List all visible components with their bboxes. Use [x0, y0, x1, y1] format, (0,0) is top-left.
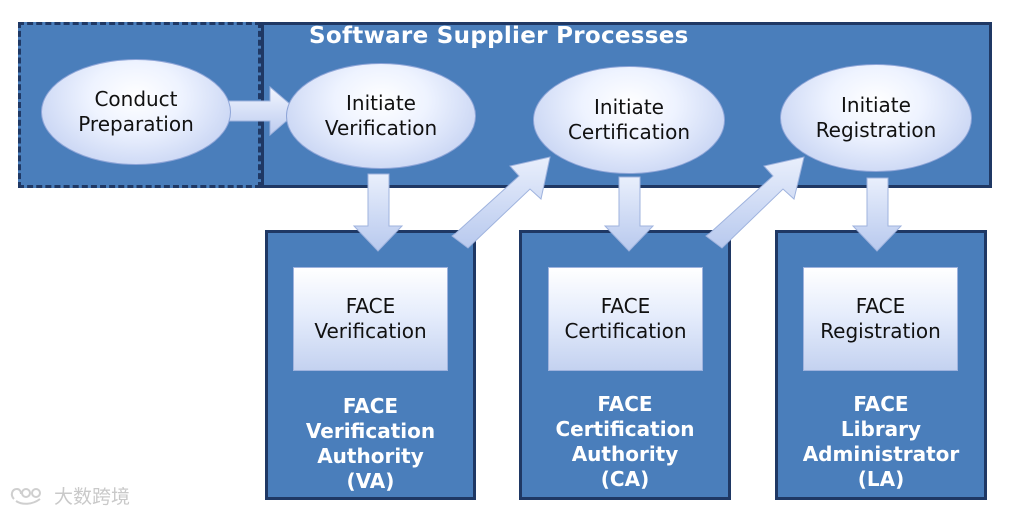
watermark: 大数跨境 [8, 482, 130, 509]
face-certification-box: FACE Certification [548, 267, 703, 371]
initiate-certification-node: Initiate Certification [533, 66, 725, 174]
library-administrator-label: FACE Library Administrator (LA) [802, 392, 960, 491]
watermark-text: 大数跨境 [54, 486, 131, 508]
verification-authority-label: FACE Verification Authority (VA) [305, 394, 436, 493]
arrow-verification-to-certification [451, 156, 551, 249]
face-verification-box: FACE Verification [293, 267, 448, 371]
certification-authority-label: FACE Certification Authority (CA) [555, 392, 695, 491]
arrow-verification-down [352, 173, 404, 252]
software-supplier-title: Software Supplier Processes [309, 23, 689, 49]
conduct-preparation-node: Conduct Preparation [41, 59, 231, 165]
watermark-logo-icon [10, 487, 41, 505]
initiate-verification-node: Initiate Verification [286, 63, 476, 169]
arrow-registration-down [851, 177, 903, 252]
arrow-certification-to-registration [705, 156, 805, 249]
arrow-certification-down [603, 176, 655, 252]
initiate-registration-node: Initiate Registration [780, 64, 972, 172]
face-registration-box: FACE Registration [803, 267, 958, 371]
